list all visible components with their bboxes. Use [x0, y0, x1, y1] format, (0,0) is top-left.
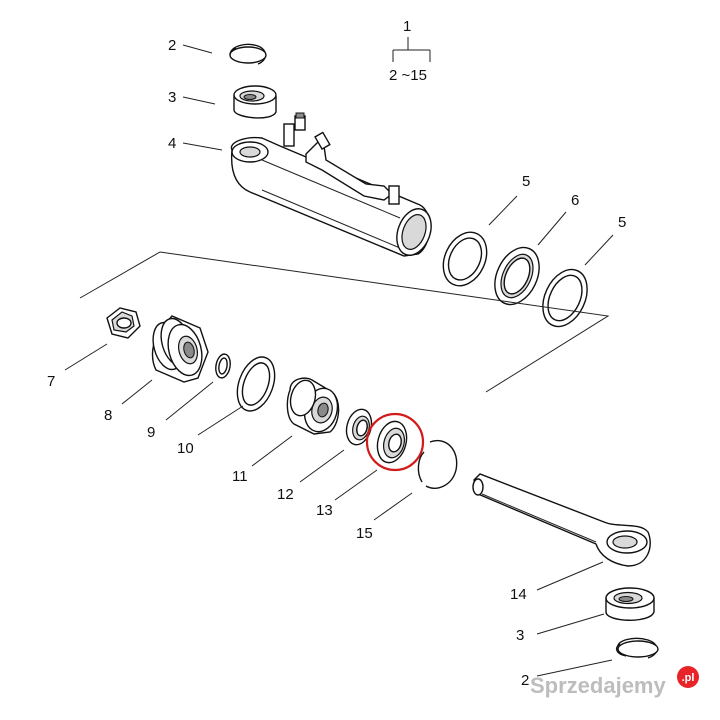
- callout-6: 6: [571, 192, 579, 209]
- part-7-nut: [106, 307, 141, 339]
- callout-2-top: 2: [168, 37, 176, 54]
- callout-5-left: 5: [522, 173, 530, 190]
- part-14-piston-rod: [472, 473, 651, 567]
- part-2-snap-ring-bottom: [615, 637, 659, 659]
- callout-14: 14: [510, 586, 527, 603]
- part-4-cylinder-barrel: [230, 112, 432, 257]
- part-12-seal: [345, 408, 373, 446]
- part-10-ring: [236, 356, 276, 412]
- callout-8: 8: [104, 407, 112, 424]
- part-9-o-ring: [215, 353, 231, 379]
- highlight-circle: [365, 412, 425, 472]
- part-15-snap-ring: [417, 439, 458, 489]
- part-3-bushing-bottom: [605, 587, 655, 621]
- assembly-number: 1: [403, 18, 411, 35]
- callout-2-bottom: 2: [521, 672, 529, 689]
- part-5-ring-left: [442, 231, 488, 287]
- callout-10: 10: [177, 440, 194, 457]
- callout-3-bottom: 3: [516, 627, 524, 644]
- watermark-text: Sprzedajemy: [530, 673, 666, 698]
- callout-4: 4: [168, 135, 176, 152]
- callout-13: 13: [316, 502, 333, 519]
- assembly-range: 2 ~15: [389, 67, 427, 84]
- callout-15: 15: [356, 525, 373, 542]
- part-11-gland: [286, 377, 340, 435]
- piston-group-frame: [79, 251, 610, 393]
- callout-5-right: 5: [618, 214, 626, 231]
- assembly-bracket: 1 2 ~15: [389, 18, 431, 84]
- callout-7: 7: [47, 373, 55, 390]
- part-3-bushing-top: [233, 85, 277, 119]
- part-5-ring-right: [542, 268, 588, 328]
- watermark-badge: [677, 666, 699, 688]
- callout-12: 12: [277, 486, 294, 503]
- part-13-wiper-seal: [376, 420, 408, 464]
- watermark-suffix: .pl: [682, 672, 695, 684]
- part-8-piston: [151, 315, 209, 383]
- callout-3-top: 3: [168, 89, 176, 106]
- callout-11: 11: [232, 468, 248, 485]
- watermark-logo: Sprzedajemy .pl: [530, 666, 699, 698]
- part-6-ring: [494, 246, 540, 306]
- callout-9: 9: [147, 424, 155, 441]
- part-2-snap-ring-top: [229, 43, 267, 65]
